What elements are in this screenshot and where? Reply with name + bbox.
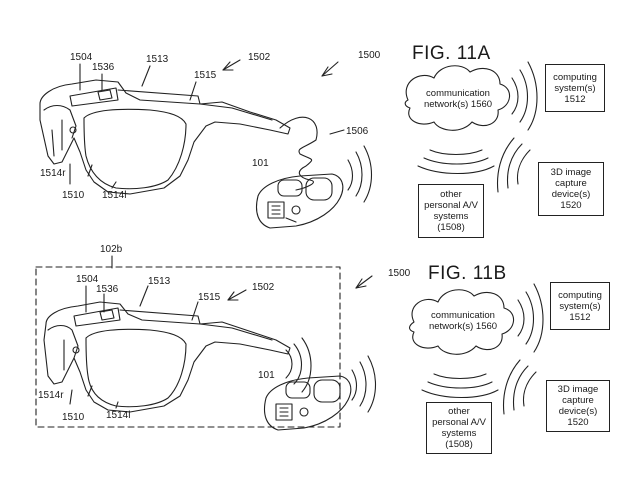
- device-signal-icon: [347, 145, 373, 203]
- reference-label: 1515: [194, 70, 217, 81]
- cloud-signal-right-11b-icon: [517, 283, 544, 353]
- reference-label: 1514l: [106, 410, 131, 421]
- glasses-11a-icon: [39, 79, 291, 195]
- capture-signal-11b-icon: [502, 359, 537, 415]
- device-signal-11b-icon: [351, 355, 377, 413]
- reference-label: 1506: [346, 126, 369, 137]
- fig-11a-drawing: [39, 59, 538, 229]
- leader-lines-11b: [69, 285, 199, 409]
- personal-av-systems-box: other personal A/V systems (1508): [418, 184, 484, 238]
- arrow-1502b-icon: [227, 289, 247, 301]
- capture-signal-11a-icon: [496, 137, 531, 193]
- reference-label: 101: [252, 158, 269, 169]
- cloud-signal-down-11a-icon: [417, 149, 495, 174]
- figure-title: FIG. 11A: [412, 43, 491, 64]
- personal-av-systems-box: other personal A/V systems (1508): [426, 402, 492, 454]
- capture-device-box: 3D image capture device(s) 1520: [538, 162, 604, 216]
- reference-label: 1502: [248, 52, 271, 63]
- arrow-1502-icon: [222, 59, 241, 71]
- reference-label: 1536: [92, 62, 115, 73]
- reference-label: 1500: [358, 50, 381, 61]
- handheld-device-11a-icon: [255, 173, 344, 229]
- display-boundary-box: [35, 266, 341, 428]
- cloud-signal-down-11b-icon: [421, 373, 499, 398]
- reference-label: 1510: [62, 190, 85, 201]
- reference-label: 1513: [146, 54, 169, 65]
- network-cloud-label: communication network(s) 1560: [423, 88, 493, 110]
- coiled-cable-icon: [279, 116, 318, 191]
- network-cloud-11b-icon: [408, 289, 515, 355]
- reference-label: 1500: [388, 268, 411, 279]
- reference-label: 102b: [100, 244, 123, 255]
- network-cloud-label: communication network(s) 1560: [428, 310, 498, 332]
- network-cloud-11a-icon: [404, 65, 511, 131]
- reference-label: 1504: [76, 274, 99, 285]
- glasses-signal-11b-icon: [285, 337, 312, 393]
- glasses-11b-icon: [43, 301, 291, 413]
- fig-11b-drawing: [35, 255, 544, 431]
- handheld-device-11b-icon: [263, 375, 352, 431]
- reference-label: 1514r: [40, 168, 66, 179]
- reference-label: 1513: [148, 276, 171, 287]
- reference-label: 1536: [96, 284, 119, 295]
- reference-label: 1504: [70, 52, 93, 63]
- reference-label: 1510: [62, 412, 85, 423]
- reference-label: 1515: [198, 292, 221, 303]
- reference-label: 1514l: [102, 190, 127, 201]
- capture-device-box: 3D image capture device(s) 1520: [546, 380, 610, 432]
- computing-system-box: computing system(s) 1512: [545, 64, 605, 112]
- arrow-1500-icon: [321, 61, 339, 77]
- computing-system-box: computing system(s) 1512: [550, 282, 610, 330]
- leader-lines-11a: [69, 63, 197, 189]
- reference-label: 101: [258, 370, 275, 381]
- arrow-1500b-icon: [355, 275, 373, 289]
- cloud-signal-right-11a-icon: [511, 61, 538, 131]
- figure-title: FIG. 11B: [428, 263, 507, 284]
- reference-label: 1502: [252, 282, 275, 293]
- reference-label: 1514r: [38, 390, 64, 401]
